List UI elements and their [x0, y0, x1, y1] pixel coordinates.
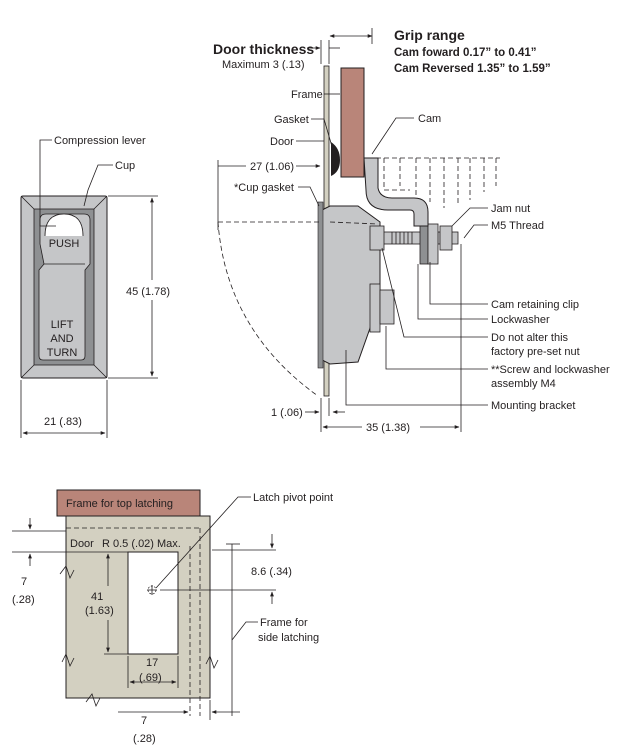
width-dim-label: 21 (.83) [44, 416, 82, 428]
top-frame [56, 489, 201, 517]
cam-dashed-positions [376, 157, 500, 208]
cup-gasket-strip [317, 201, 324, 369]
screw-line2: assembly M4 [491, 378, 556, 390]
cam-clip [427, 223, 439, 265]
lockwasher-label: Lockwasher [491, 314, 550, 326]
jam-nut-shape [439, 225, 453, 251]
dim-86-label: 8.6 (.34) [251, 566, 292, 578]
dim-1-label: 1 (.06) [271, 407, 303, 419]
radius-label: R 0.5 (.02) Max. [102, 538, 181, 550]
push-button-dome [44, 213, 84, 237]
push-label: PUSH [49, 238, 80, 250]
housing-bevel [20, 195, 108, 379]
dim-41-in-label: (1.63) [85, 605, 114, 617]
do-not-alter-line1: Do not alter this [491, 332, 569, 344]
grip-range-title: Grip range [394, 27, 465, 43]
lock-washer [419, 219, 429, 265]
gasket-shape [331, 142, 340, 176]
cutout-view: Frame for top latching Door R 0.5 (.02) … [12, 489, 333, 745]
cutout-door-label: Door [70, 538, 94, 550]
lever-front-view: PUSH LIFT AND TURN Compression lever Cup… [20, 135, 170, 438]
height-dim-label: 45 (1.78) [126, 286, 170, 298]
preset-nut [369, 225, 385, 251]
dim-7b-label: 7 [141, 715, 147, 727]
lift-label: LIFT [51, 319, 74, 331]
do-not-alter-line2: factory pre-set nut [491, 346, 580, 358]
mounting-bracket-label: Mounting bracket [491, 400, 575, 412]
shaft-thread [391, 232, 413, 244]
frame-top-label: Frame for top latching [66, 498, 173, 510]
screw-line1: **Screw and lockwasher [491, 364, 610, 376]
frame-side-line1: Frame for [260, 617, 308, 629]
dim-41-label: 41 [91, 591, 103, 603]
dim-17-in-label: (.69) [139, 672, 162, 684]
compression-lever-label: Compression lever [54, 135, 146, 147]
frame-side-line2: side latching [258, 632, 319, 644]
dim-35-label: 35 (1.38) [366, 422, 410, 434]
turn-label: TURN [47, 347, 78, 359]
dim-7b-in-label: (.28) [133, 733, 156, 745]
frame-block [340, 67, 365, 178]
latch-side-view: Door thickness Maximum 3 (.13) Grip rang… [213, 27, 610, 434]
swing-arc [217, 221, 320, 397]
cam-arm [363, 157, 429, 227]
compression-lever-shape [38, 213, 91, 361]
cup-gasket-label: *Cup gasket [234, 182, 294, 194]
dim-7a-in-label: (.28) [12, 594, 35, 606]
cam-reversed-text: Cam Reversed 1.35” to 1.59” [394, 63, 551, 75]
door-thickness-title: Door thickness [213, 41, 314, 57]
door-label: Door [270, 136, 294, 148]
screw-assembly [369, 283, 381, 333]
cup-label: Cup [115, 160, 135, 172]
door-thickness-max: Maximum 3 (.13) [222, 59, 305, 71]
screw-head [379, 289, 395, 325]
latch-pivot-label: Latch pivot point [253, 492, 333, 504]
gasket-label: Gasket [274, 114, 309, 126]
jam-nut-label: Jam nut [491, 203, 530, 215]
cam-label: Cam [418, 113, 441, 125]
m5-thread-label: M5 Thread [491, 220, 544, 232]
dim-27-label: 27 (1.06) [250, 161, 294, 173]
frame-label: Frame [291, 89, 323, 101]
and-label: AND [50, 333, 73, 345]
cam-forward-text: Cam foward 0.17” to 0.41” [394, 47, 537, 59]
cam-retaining-clip-label: Cam retaining clip [491, 299, 579, 311]
dim-7a-label: 7 [21, 576, 27, 588]
dim-17-label: 17 [146, 657, 158, 669]
